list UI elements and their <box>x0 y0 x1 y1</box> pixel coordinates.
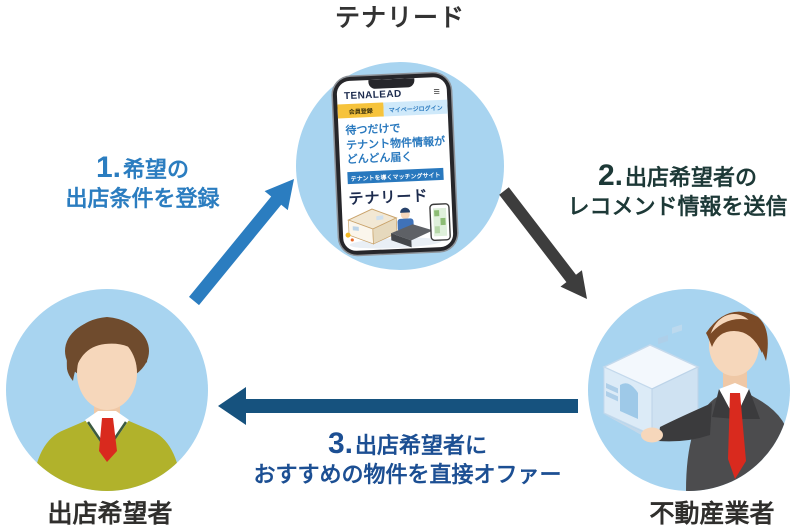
mini-phone-icon <box>429 203 451 242</box>
mini-counter-icon <box>391 224 433 241</box>
applicant-tie <box>99 418 117 462</box>
applicant-illustration <box>6 289 208 491</box>
tenalead-logo: TENALEAD <box>343 88 402 103</box>
agent-label: 不動産業者 <box>649 500 775 528</box>
step-2-number: 2. <box>597 159 623 192</box>
step-3-line1: 出店希望者に <box>355 433 488 458</box>
step-3-label: 3.出店希望者に おすすめの物件を直接オファー <box>235 429 580 488</box>
step-1-number: 1. <box>95 151 121 184</box>
tab-mypage-login: マイページログイン <box>383 99 448 117</box>
arrow-3-offer <box>218 387 578 425</box>
hero-line-3: どんどん届く <box>346 151 413 167</box>
step-3-line2: おすすめの物件を直接オファー <box>253 462 562 487</box>
step-2-line2: レコメンド情報を送信 <box>567 194 788 219</box>
site-hero-illustration <box>345 203 451 249</box>
phone-mockup: TENALEAD ≡ 会員登録 マイページログイン 待つだけで テナント物件情報… <box>332 72 458 256</box>
agent-illustration <box>588 289 790 491</box>
step-2-label: 2.出店希望者の レコメンド情報を送信 <box>558 161 797 220</box>
step-1-line2: 出店条件を登録 <box>65 186 220 211</box>
step-2-line1: 出店希望者の <box>625 165 758 190</box>
agent-arm <box>658 403 712 442</box>
applicant-label: 出店希望者 <box>47 500 173 528</box>
diagram-title: テナリード <box>334 4 465 32</box>
step-1-label: 1.希望の 出店条件を登録 <box>50 153 235 212</box>
agent-tie <box>728 393 746 479</box>
site-badge: テナントを導くマッチングサイト <box>347 167 444 185</box>
mini-dot-icon <box>345 232 351 238</box>
hamburger-menu-icon: ≡ <box>433 85 441 99</box>
agent-hand <box>641 427 663 443</box>
site-hero: 待つだけで テナント物件情報が どんどん届く <box>338 114 450 168</box>
step-1-line1: 希望の <box>123 157 190 182</box>
step-3-number: 3. <box>327 427 353 460</box>
tab-member-register: 会員登録 <box>337 102 385 119</box>
applicant-face <box>77 336 137 410</box>
phone-screen: TENALEAD ≡ 会員登録 マイページログイン 待つだけで テナント物件情報… <box>336 76 454 252</box>
